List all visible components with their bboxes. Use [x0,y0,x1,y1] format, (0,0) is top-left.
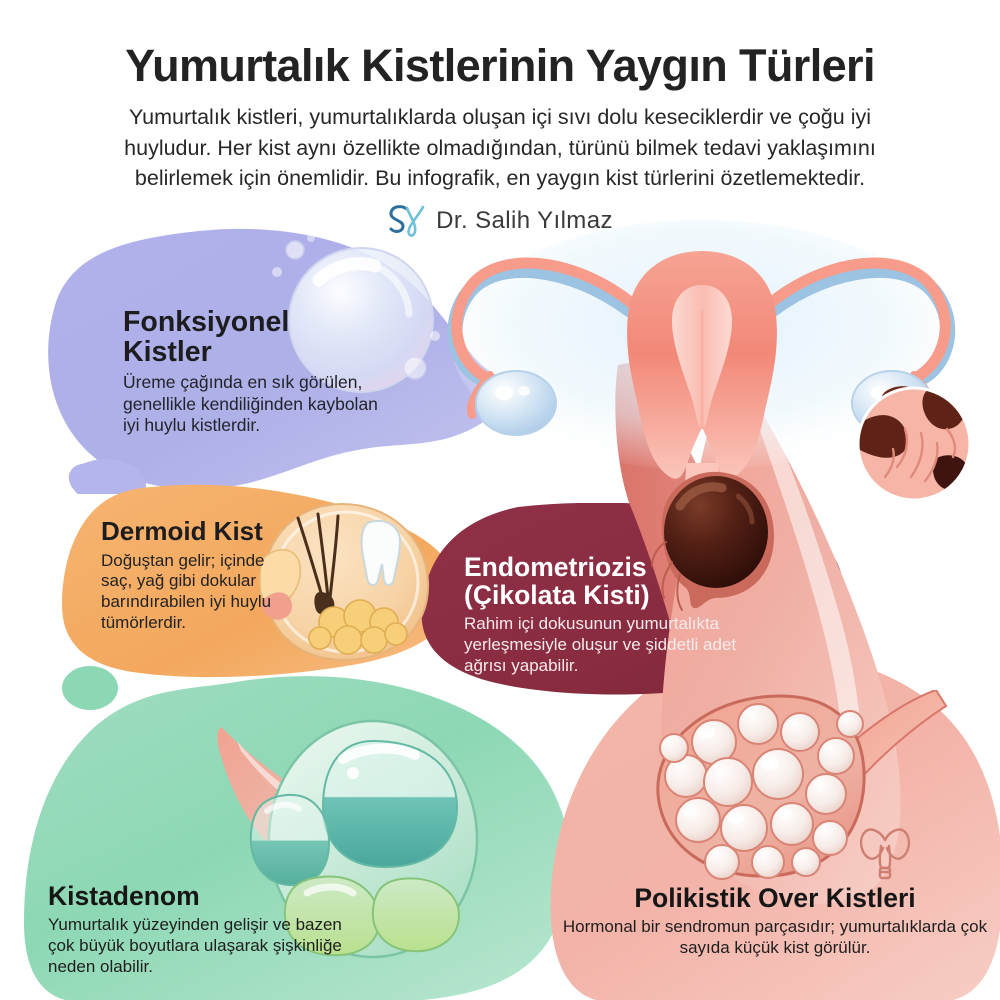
card-text-polikistik: Polikistik Over Kistleri Hormonal bir se… [560,884,990,959]
sy-monogram-logo-icon [387,204,433,238]
card-desc-fonksiyonel: Üreme çağında en sık görülen, genellikle… [123,372,378,436]
chocolate-cyst-illustration [650,470,780,615]
page-subtitle: Yumurtalık kistleri, yumurtalıklarda olu… [124,105,876,191]
dermoid-cyst-illustration [258,500,433,665]
multilocular-cyst-illustration [215,715,485,960]
byline: Dr. Salih Yılmaz [0,204,1000,238]
soap-bubble-illustration [265,228,445,413]
endometrial-tissue-inset [855,385,973,503]
polycystic-ovary-illustration [640,690,950,905]
header: Yumurtalık Kistlerinin Yaygın Türleri Yu… [0,0,1000,238]
card-desc-dermoid: Doğuştan gelir; içinde saç, yağ gibi dok… [101,550,272,632]
card-desc-kistadenom: Yumurtalık yüzeyinden gelişir ve bazen ç… [48,915,342,976]
card-desc-endometriozis: Rahim içi dokusunun yumurtalıkta yerleşm… [464,614,737,675]
decor-dot-green [60,662,120,712]
uterus-outline-icon [855,820,915,882]
card-title-endometriozis: Endometriozis (Çikolata Kisti) [464,552,650,611]
page-title: Yumurtalık Kistlerinin Yaygın Türleri [125,40,875,91]
card-title-fonksiyonel: Fonksiyonel Kistler [123,306,290,369]
byline-name: Dr. Salih Yılmaz [436,206,613,234]
card-text-kistadenom: Kistadenom Yumurtalık yüzeyinden gelişir… [48,882,358,977]
uterus-illustration [420,215,990,515]
card-text-fonksiyonel: Fonksiyonel Kistler Üreme çağında en sık… [123,307,383,436]
card-text-endometriozis: Endometriozis (Çikolata Kisti) Rahim içi… [464,553,764,676]
card-text-dermoid: Dermoid Kist Doğuştan gelir; içinde saç,… [101,516,291,633]
card-title-dermoid: Dermoid Kist [101,516,263,546]
card-title-polikistik: Polikistik Over Kistleri [634,883,916,913]
card-title-kistadenom: Kistadenom [48,881,200,911]
card-desc-polikistik: Hormonal bir sendromun parçasıdır; yumur… [562,917,988,957]
